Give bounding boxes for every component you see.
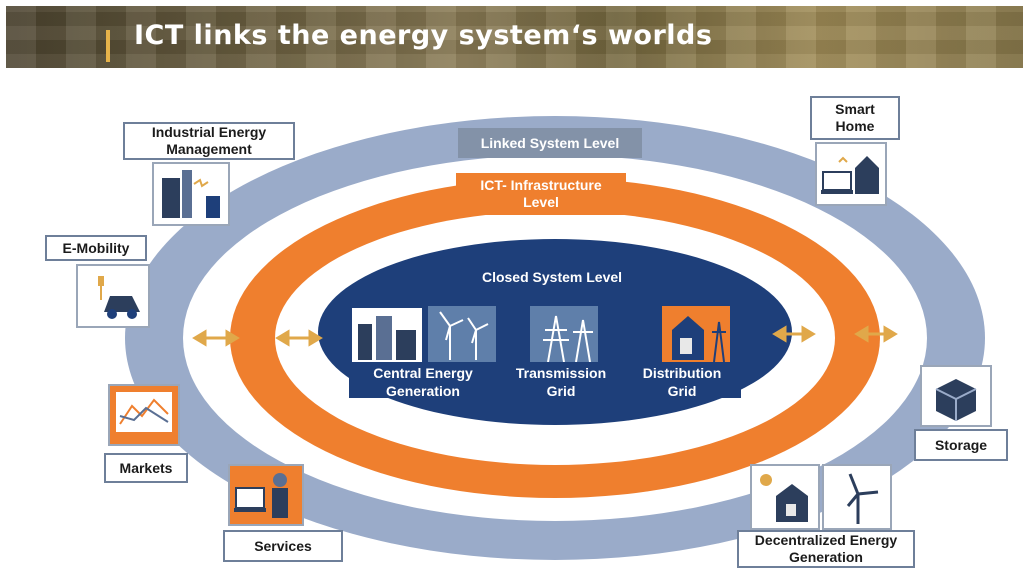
transmission-grid-label: Transmission Grid	[515, 365, 607, 399]
decentralized-energy-generation-label: Decentralized Energy Generation	[737, 530, 915, 568]
transmission-tower-icon	[530, 306, 598, 364]
link-arrow-right-inner	[772, 325, 816, 343]
smart-home-label: Smart Home	[810, 96, 900, 140]
wind-turbine-icon	[428, 306, 496, 364]
ict-infrastructure-level-label: ICT- Infrastructure Level	[456, 173, 626, 215]
industrial-plant-icon	[152, 162, 230, 226]
link-arrows	[192, 325, 898, 347]
power-plant-icon	[352, 308, 422, 364]
closed-system-level-label: Closed System Level	[460, 262, 644, 292]
linked-system-level-label: Linked System Level	[458, 128, 642, 158]
central-energy-generation-label: Central Energy Generation	[373, 365, 473, 399]
services-label: Services	[223, 530, 343, 562]
solar-house-icon	[750, 464, 820, 530]
market-chart-icon	[108, 384, 180, 446]
link-arrow-left-outer	[192, 329, 240, 347]
title-banner: ICT links the energy system‘s worlds	[6, 6, 1023, 68]
title-accent-bar	[106, 30, 110, 62]
markets-label: Markets	[104, 453, 188, 483]
small-wind-turbine-icon	[822, 464, 892, 530]
page-title: ICT links the energy system‘s worlds	[134, 20, 713, 51]
distribution-grid-label: Distribution Grid	[642, 365, 722, 399]
smart-home-icon	[815, 142, 887, 206]
service-person-icon	[228, 464, 304, 526]
electric-car-icon	[76, 264, 150, 328]
link-arrow-left-inner	[275, 329, 323, 347]
industrial-energy-management-label: Industrial Energy Management	[123, 122, 295, 160]
link-arrow-right-outer	[854, 325, 898, 343]
distribution-grid-icon	[662, 306, 730, 364]
e-mobility-label: E-Mobility	[45, 235, 147, 261]
storage-label: Storage	[914, 429, 1008, 461]
storage-battery-icon	[920, 365, 992, 427]
inner-label-strip	[349, 362, 741, 398]
